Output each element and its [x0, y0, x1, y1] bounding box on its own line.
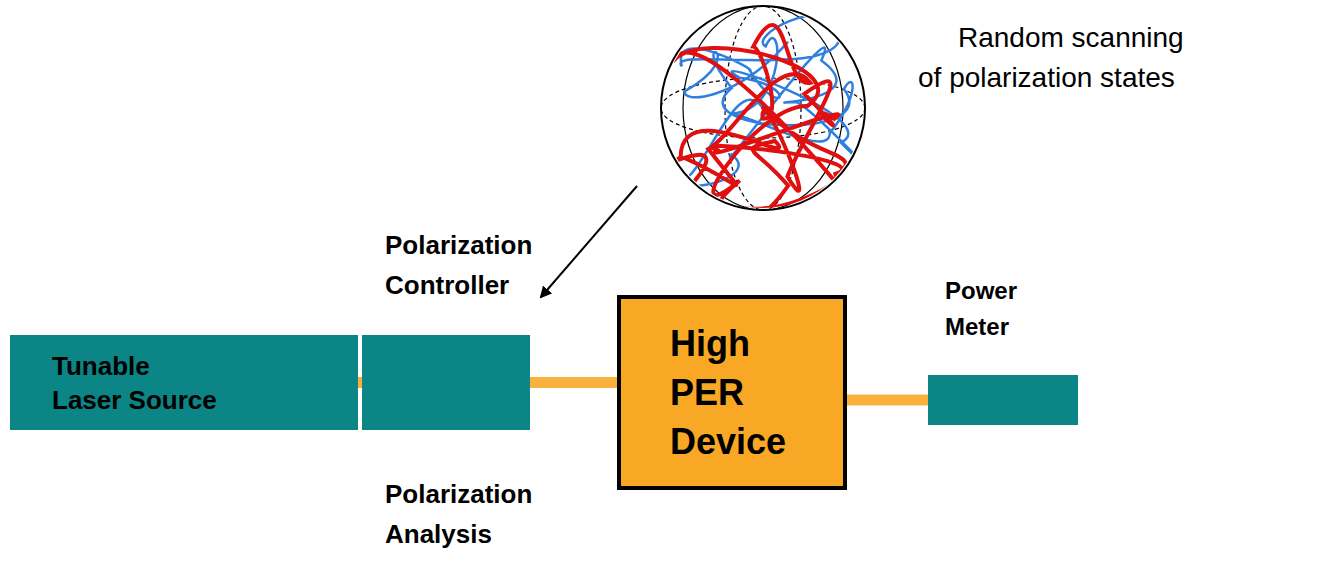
- box-heading: Power Meter: [945, 273, 1017, 345]
- leader-arrow: [541, 186, 637, 297]
- box-heading: Polarization Analysis: [385, 474, 532, 554]
- box-label: High PER Device: [670, 319, 786, 466]
- polarization-trace: [667, 15, 861, 229]
- polarization-trace: [667, 25, 846, 229]
- box-label: Tunable Laser Source: [52, 349, 224, 417]
- source-box: Tunable Laser Source: [10, 335, 358, 430]
- power-meter-box: Power Meter: [928, 375, 1078, 425]
- annotation-label: Random scanning of polarization states: [918, 18, 1208, 98]
- device-box: High PER Device: [617, 295, 847, 490]
- fiber-connector: [530, 377, 617, 388]
- controller-box: Polarization ControllerPolarization Anal…: [362, 335, 530, 430]
- fiber-connector: [847, 395, 928, 406]
- box-heading: Polarization Controller: [385, 225, 532, 305]
